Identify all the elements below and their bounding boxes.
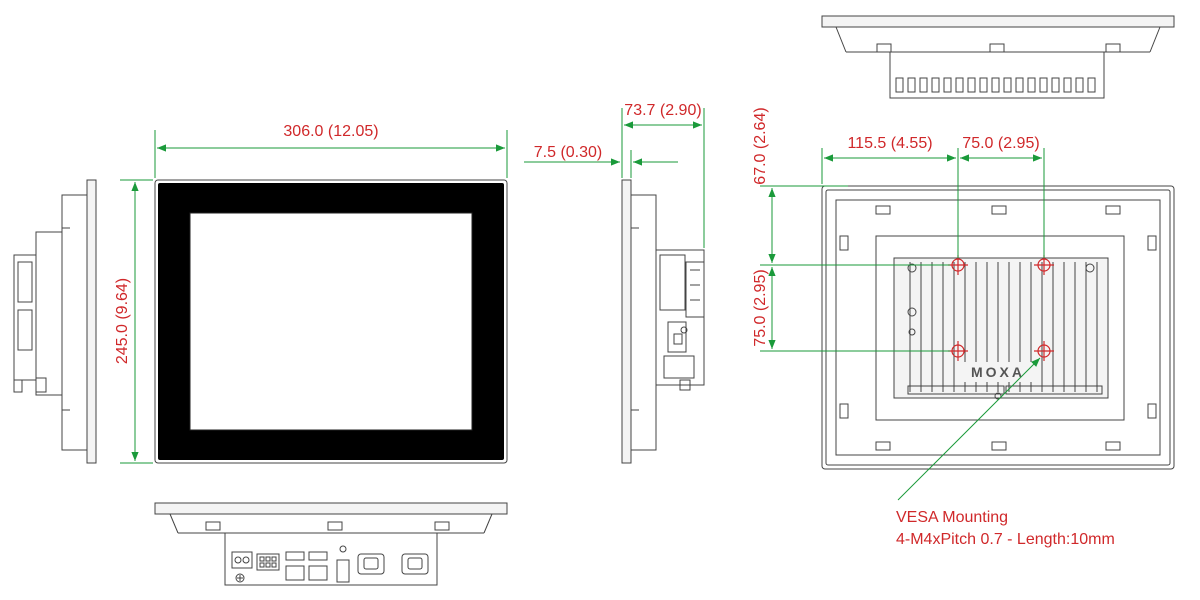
- side-bezel-label: 7.5 (0.30): [534, 144, 602, 161]
- rear-logo: MOXA: [971, 364, 1025, 380]
- rear-view: MOXA: [821, 185, 1175, 470]
- side-depth-dimension: 73.7 (2.90): [621, 102, 705, 248]
- vesa-leader: [897, 357, 1041, 501]
- rear-offset-y-label: 67.0 (2.64): [752, 107, 769, 184]
- front-height-dimension: 245.0 (9.64): [114, 179, 153, 464]
- top-view: [821, 15, 1175, 99]
- front-width-label: 306.0 (12.05): [283, 123, 378, 140]
- rear-vesa-y-label: 75.0 (2.95): [752, 269, 769, 346]
- rear-vesa-x-label: 75.0 (2.95): [962, 135, 1039, 152]
- side-bezel-dimension: 7.5 (0.30): [524, 144, 678, 178]
- front-view: [154, 179, 508, 464]
- right-side-view: [621, 179, 705, 464]
- front-height-label: 245.0 (9.64): [114, 278, 131, 364]
- front-width-dimension: 306.0 (12.05): [154, 123, 508, 178]
- rear-vertical-dimensions: 67.0 (2.64) 75.0 (2.95): [752, 107, 950, 352]
- vesa-note-title: VESA Mounting: [896, 509, 1008, 526]
- vesa-holes: [948, 255, 1054, 361]
- rear-horizontal-dimensions: 115.5 (4.55) 75.0 (2.95): [821, 135, 1045, 258]
- left-side-view: [13, 179, 97, 464]
- side-depth-label: 73.7 (2.90): [624, 102, 701, 119]
- bottom-view: [154, 502, 508, 586]
- rear-offset-x-label: 115.5 (4.55): [847, 135, 932, 152]
- front-screen: [189, 212, 473, 431]
- vesa-note-spec: 4-M4xPitch 0.7 - Length:10mm: [896, 531, 1115, 548]
